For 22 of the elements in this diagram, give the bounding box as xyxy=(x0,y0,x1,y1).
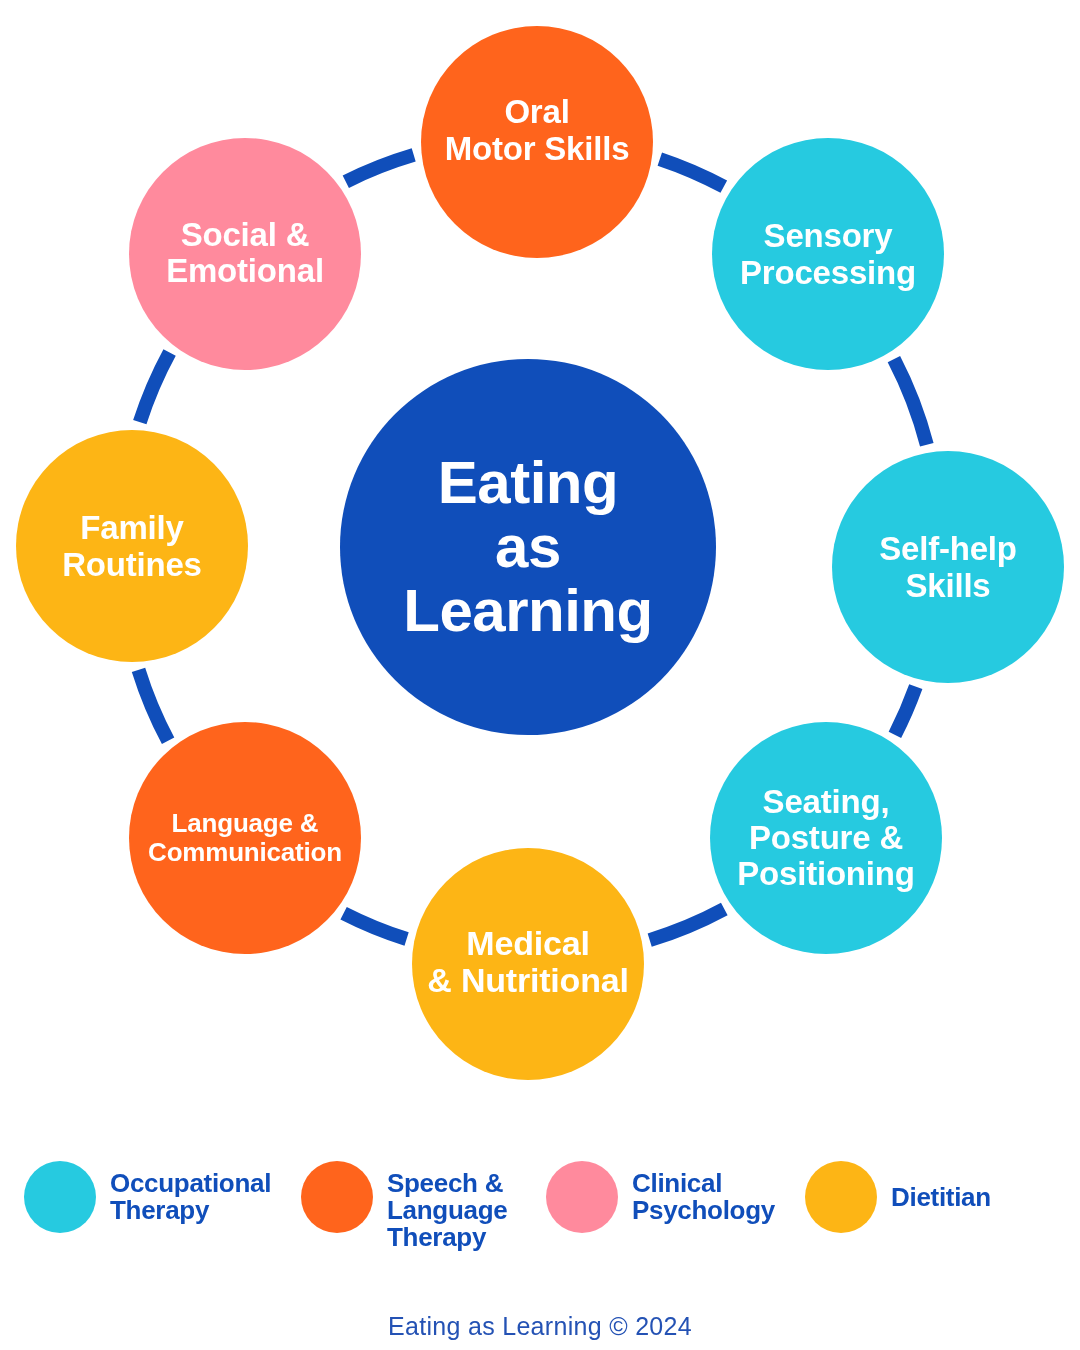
connector-arc xyxy=(133,349,176,425)
topic-label: Oral Motor Skills xyxy=(444,93,630,167)
legend-label: Occupational Therapy xyxy=(110,1170,272,1224)
topic-label: Social & Emotional xyxy=(166,217,324,289)
center-title: Eating as Learning xyxy=(403,451,653,643)
topic-label: Medical & Nutritional xyxy=(427,925,629,999)
connector-arc xyxy=(887,356,934,447)
topic-label: Seating, Posture & Positioning xyxy=(737,784,915,892)
connector-arc xyxy=(888,684,923,738)
topic-label: Language & Communication xyxy=(148,809,342,867)
topic-label: Family Routines xyxy=(62,509,202,583)
caption-text: Eating as Learning © 2024 xyxy=(388,1311,692,1341)
legend-label: Speech & Language Therapy xyxy=(387,1170,508,1251)
topic-label: Sensory Processing xyxy=(740,217,916,291)
connector-arc xyxy=(131,667,175,744)
topic-label: Self-help Skills xyxy=(879,530,1017,604)
connector-arc xyxy=(340,906,409,946)
connector-arc xyxy=(342,148,416,189)
legend-label: Clinical Psychology xyxy=(632,1170,775,1224)
connector-arc xyxy=(657,152,727,193)
connector-arc xyxy=(647,902,728,947)
legend-label: Dietitian xyxy=(891,1183,991,1211)
